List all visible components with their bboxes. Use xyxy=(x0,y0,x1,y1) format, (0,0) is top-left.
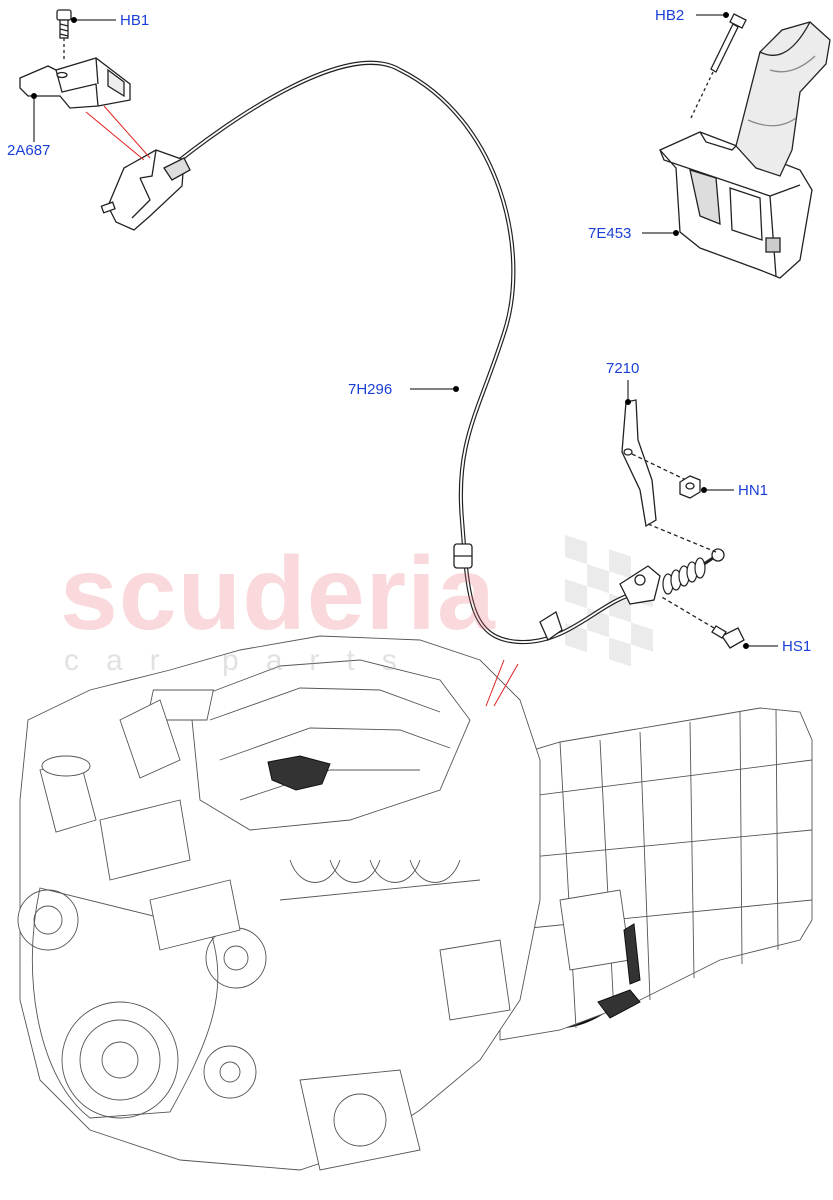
location-pointer-lines xyxy=(85,105,519,707)
selector-lever-7e453[interactable] xyxy=(658,21,831,279)
installed-cable-bracket xyxy=(267,755,641,1019)
leader-lines xyxy=(31,12,778,649)
nut-hn1[interactable] xyxy=(679,475,701,499)
callout-hb1[interactable]: HB1 xyxy=(120,12,150,29)
callout-hs1[interactable]: HS1 xyxy=(782,638,812,655)
bolt-hs1[interactable] xyxy=(659,595,745,649)
cable-end-fitting[interactable] xyxy=(100,149,191,231)
bracket-7210[interactable] xyxy=(621,399,717,553)
callout-7h296[interactable]: 7H296 xyxy=(348,381,393,398)
bolt-hb1[interactable] xyxy=(56,9,72,60)
callout-7210[interactable]: 7210 xyxy=(606,360,640,377)
callout-hn1[interactable]: HN1 xyxy=(738,482,769,499)
callout-hb2[interactable]: HB2 xyxy=(655,7,685,24)
callout-7e453[interactable]: 7E453 xyxy=(588,225,632,242)
bolt-hb2[interactable] xyxy=(689,13,747,121)
cable-grommet-clip[interactable] xyxy=(453,543,473,569)
bracket-2a687[interactable] xyxy=(19,57,131,109)
cable-adjuster[interactable] xyxy=(539,548,725,641)
callout-2a687[interactable]: 2A687 xyxy=(7,142,51,159)
engine-transmission-assembly xyxy=(17,635,813,1171)
